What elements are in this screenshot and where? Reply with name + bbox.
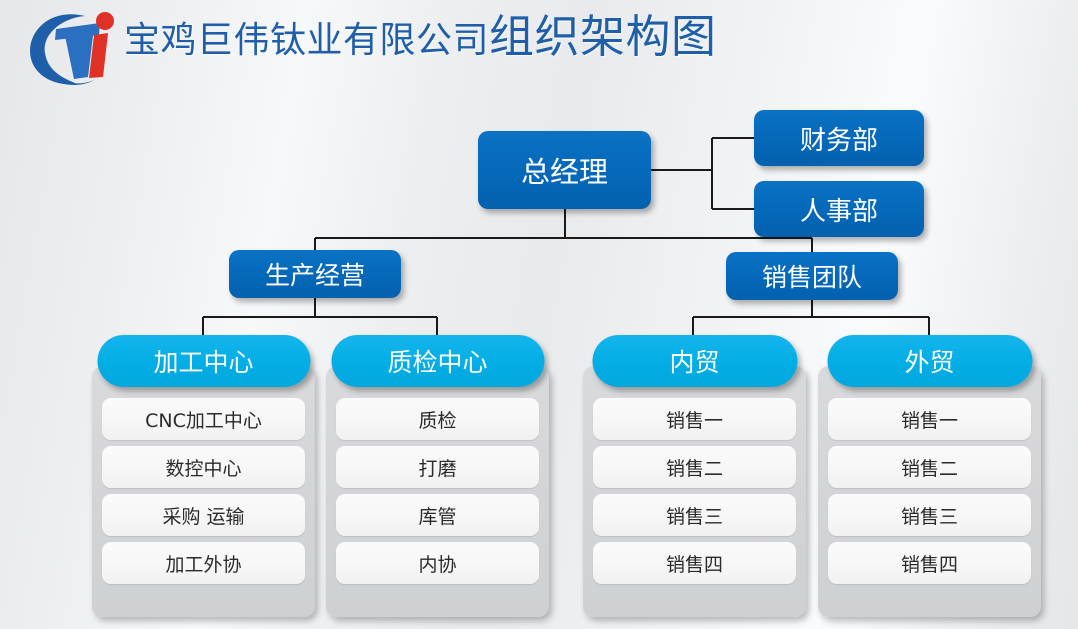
list-item-label: 销售四 — [900, 553, 958, 576]
title-company: 宝鸡巨伟钛业有限公司 — [124, 20, 490, 61]
list-item[interactable]: 销售一 — [828, 398, 1031, 440]
column-items-domestic-trade: 销售一 销售二 销售三 销售四 — [593, 398, 796, 584]
node-general-manager-label: 总经理 — [520, 155, 608, 189]
column-head-quality-inspection-center[interactable]: 质检中心 — [331, 335, 544, 387]
list-item-label: 销售一 — [665, 409, 723, 432]
list-item-label: CNC加工中心 — [145, 409, 262, 432]
list-item-label: 数控中心 — [165, 457, 242, 480]
list-item-label: 内协 — [418, 553, 457, 576]
list-item-label: 质检 — [418, 409, 457, 432]
column-head-machining-center[interactable]: 加工中心 — [97, 335, 310, 387]
list-item[interactable]: 加工外协 — [102, 542, 305, 584]
list-item[interactable]: 销售一 — [593, 398, 796, 440]
column-machining-center: 加工中心 CNC加工中心 数控中心 采购 运输 加工外协 — [92, 335, 315, 617]
list-item[interactable]: 销售四 — [828, 542, 1031, 584]
column-head-foreign-trade-label: 外贸 — [904, 348, 955, 377]
node-hr-dept[interactable]: 人事部 — [754, 181, 924, 237]
node-general-manager[interactable]: 总经理 — [478, 131, 651, 209]
list-item[interactable]: 销售四 — [593, 542, 796, 584]
list-item-label: 销售二 — [665, 457, 723, 480]
column-quality-inspection-center: 质检中心 质检 打磨 库管 内协 — [326, 335, 549, 617]
list-item[interactable]: 库管 — [336, 494, 539, 536]
column-head-machining-center-label: 加工中心 — [153, 348, 254, 377]
list-item-label: 销售三 — [900, 505, 958, 528]
column-items-foreign-trade: 销售一 销售二 销售三 销售四 — [828, 398, 1031, 584]
list-item-label: 销售二 — [900, 457, 958, 480]
list-item[interactable]: 销售二 — [828, 446, 1031, 488]
page-title: 宝鸡巨伟钛业有限公司组织架构图 — [124, 14, 717, 76]
title-subject: 组织架构图 — [489, 10, 717, 63]
list-item-label: 库管 — [418, 505, 457, 528]
column-items-quality-inspection-center: 质检 打磨 库管 内协 — [336, 398, 539, 584]
list-item[interactable]: 数控中心 — [102, 446, 305, 488]
column-foreign-trade: 外贸 销售一 销售二 销售三 销售四 — [818, 335, 1041, 617]
column-items-machining-center: CNC加工中心 数控中心 采购 运输 加工外协 — [102, 398, 305, 584]
company-logo-icon — [22, 7, 126, 89]
list-item[interactable]: 采购 运输 — [102, 494, 305, 536]
node-hr-dept-label: 人事部 — [799, 196, 878, 227]
list-item[interactable]: 销售二 — [593, 446, 796, 488]
node-finance-dept-label: 财务部 — [799, 125, 878, 156]
list-item[interactable]: 内协 — [336, 542, 539, 584]
list-item[interactable]: 打磨 — [336, 446, 539, 488]
column-domestic-trade: 内贸 销售一 销售二 销售三 销售四 — [583, 335, 806, 617]
list-item[interactable]: 质检 — [336, 398, 539, 440]
slide-header: 宝鸡巨伟钛业有限公司组织架构图 — [0, 0, 1078, 96]
list-item-label: 加工外协 — [165, 553, 242, 576]
node-production-operations-label: 生产经营 — [264, 261, 365, 290]
column-head-domestic-trade-label: 内贸 — [669, 348, 720, 377]
node-sales-team-label: 销售团队 — [761, 263, 862, 292]
node-finance-dept[interactable]: 财务部 — [754, 110, 924, 166]
list-item-label: 采购 运输 — [162, 505, 245, 528]
list-item-label: 销售三 — [665, 505, 723, 528]
node-sales-team[interactable]: 销售团队 — [726, 252, 898, 300]
list-item[interactable]: 销售三 — [593, 494, 796, 536]
node-production-operations[interactable]: 生产经营 — [229, 250, 401, 298]
list-item-label: 销售一 — [900, 409, 958, 432]
column-head-quality-inspection-center-label: 质检中心 — [387, 348, 488, 377]
list-item[interactable]: 销售三 — [828, 494, 1031, 536]
column-head-domestic-trade[interactable]: 内贸 — [592, 335, 797, 387]
column-head-foreign-trade[interactable]: 外贸 — [827, 335, 1032, 387]
list-item[interactable]: CNC加工中心 — [102, 398, 305, 440]
list-item-label: 打磨 — [418, 457, 457, 480]
list-item-label: 销售四 — [665, 553, 723, 576]
